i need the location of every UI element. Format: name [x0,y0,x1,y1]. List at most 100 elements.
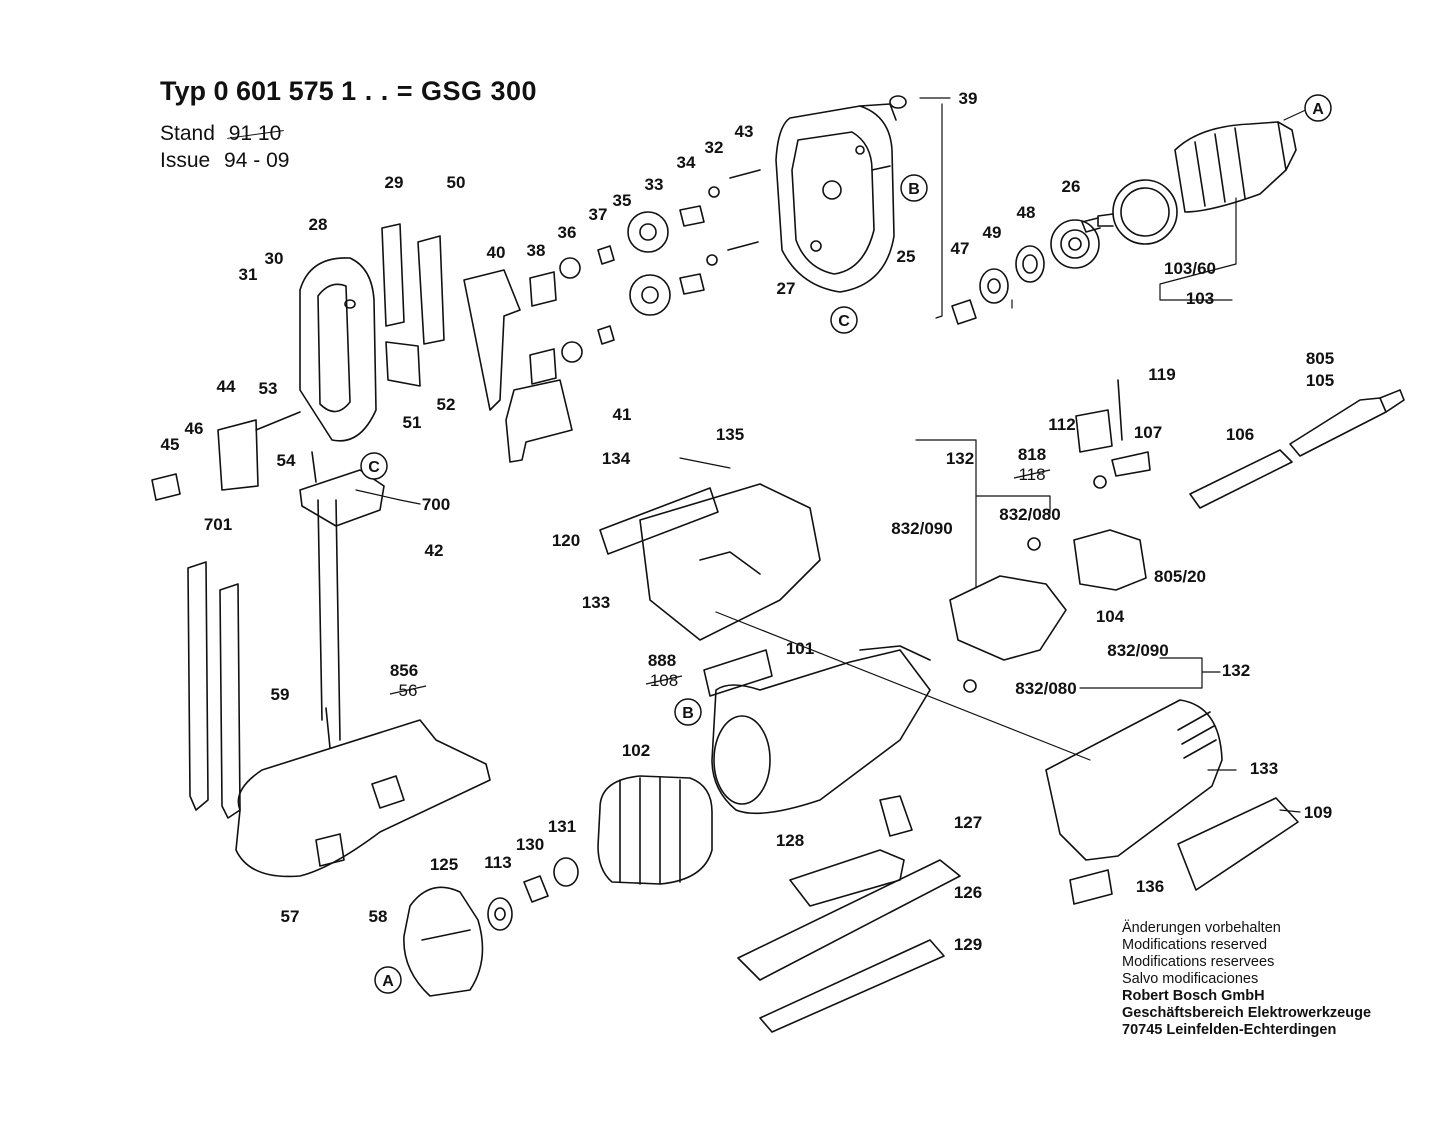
note-changes-en: Modifications reserved [1122,937,1268,953]
part-number-25: 25 [897,247,916,266]
marker-circle [830,306,858,334]
part-number-125: 125 [430,855,458,874]
part-number-53: 53 [259,379,278,398]
title-prefix: Typ 0 601 [160,76,282,106]
part-number-119: 119 [1148,365,1175,384]
company-name: Robert Bosch GmbH [1122,988,1265,1004]
part-number-818: 818 [1018,445,1046,464]
side-cover-part [299,223,445,442]
gear-housing-part [775,103,897,293]
part-number-103-60: 103/60 [1164,259,1216,278]
part-number-27: 27 [777,279,796,298]
part-number-832-080a: 832/080 [999,505,1060,524]
part-number-131: 131 [548,817,576,836]
part-number-30: 30 [265,249,284,268]
guide-part [299,469,385,749]
note-changes-de: Änderungen vorbehalten [1122,920,1281,936]
stand-line: Stand 91 10 [160,122,281,146]
part-number-130: 130 [516,835,544,854]
note-changes-fr: Modifications reservees [1122,954,1275,970]
label-plates-part [599,487,773,697]
bracket-part [463,269,573,463]
part-number-50: 50 [447,173,466,192]
marker-label-mA1: A [1312,101,1324,118]
part-number-832-090b: 832/090 [1107,641,1168,660]
part-number-48: 48 [1017,203,1036,222]
diagram-title: Typ 0 601 575 1 . . = GSG 300 [160,76,537,107]
marker-label-mA2: A [382,973,394,990]
spring-plate-part [151,411,317,501]
part-number-39: 39 [959,89,978,108]
marker-label-mC1: C [838,313,850,330]
part-number-44: 44 [217,377,236,396]
strike-line [1013,469,1051,479]
part-number-107: 107 [1134,423,1162,442]
part-number-832-090a: 832/090 [891,519,952,538]
note-changes-es: Salvo modificaciones [1122,971,1259,987]
part-number-34: 34 [677,153,696,172]
part-number-28: 28 [309,215,328,234]
part-number-106: 106 [1226,425,1254,444]
part-number-36: 36 [558,223,577,242]
part-number-132b: 132 [1222,661,1250,680]
part-number-133a: 133 [582,593,610,612]
part-number-109: 109 [1304,803,1332,822]
marker-circle [900,174,928,202]
part-number-128: 128 [776,831,804,850]
part-number-129: 129 [954,935,982,954]
stand-value: 91 10 [228,122,282,145]
part-number-134: 134 [602,449,631,468]
switch-assembly-part [949,379,1151,693]
company-address: 70745 Leinfelden-Echterdingen [1122,1022,1337,1038]
part-number-104: 104 [1096,607,1125,626]
issue-label: Issue [160,149,211,172]
part-number-700: 700 [422,495,450,514]
part-number-112: 112 [1048,415,1075,434]
marker-label-mB2: B [682,705,694,722]
right-cover-part [1045,699,1299,905]
part-number-47: 47 [951,239,970,258]
marker-circle [674,698,702,726]
part-number-57: 57 [281,907,300,926]
title-number: 575 [288,76,334,106]
footer-notes: Änderungen vorbehalten Modifications res… [1122,920,1371,1039]
part-number-832-080b: 832/080 [1015,679,1076,698]
part-number-856: 856 [390,661,418,680]
marker-circle [374,966,402,994]
part-number-101: 101 [786,639,814,658]
part-number-42: 42 [425,541,444,560]
cable-plug-part [1189,389,1405,509]
part-number-26: 26 [1062,177,1081,196]
part-number-120: 120 [552,531,580,550]
part-number-29: 29 [385,173,404,192]
leader-lines [355,97,1311,813]
marker-circle [1304,94,1332,122]
part-number-43: 43 [735,122,754,141]
part-number-31: 31 [239,265,258,284]
slide-part [737,795,961,1033]
bearing-set-part [889,95,1100,325]
part-number-32: 32 [705,138,724,157]
saw-blade-part [187,561,241,819]
part-number-40: 40 [487,243,506,262]
field-coil-part [597,775,713,885]
part-number-52: 52 [437,395,456,414]
part-number-51: 51 [403,413,422,432]
gear-train-part [559,169,761,363]
part-number-46: 46 [185,419,204,438]
part-number-136: 136 [1136,877,1164,896]
bearing-shield-part [403,886,484,997]
part-number-126: 126 [954,883,982,902]
part-number-45: 45 [161,435,180,454]
part-number-37: 37 [589,205,608,224]
part-number-132a: 132 [946,449,974,468]
bearing-113-part [487,857,579,931]
part-number-59: 59 [271,685,290,704]
part-number-805-20: 805/20 [1154,567,1206,586]
company-division: Geschäftsbereich Elektrowerkzeuge [1122,1005,1372,1021]
part-number-133b: 133 [1250,759,1278,778]
issue-value: 94 - 09 [224,149,290,172]
